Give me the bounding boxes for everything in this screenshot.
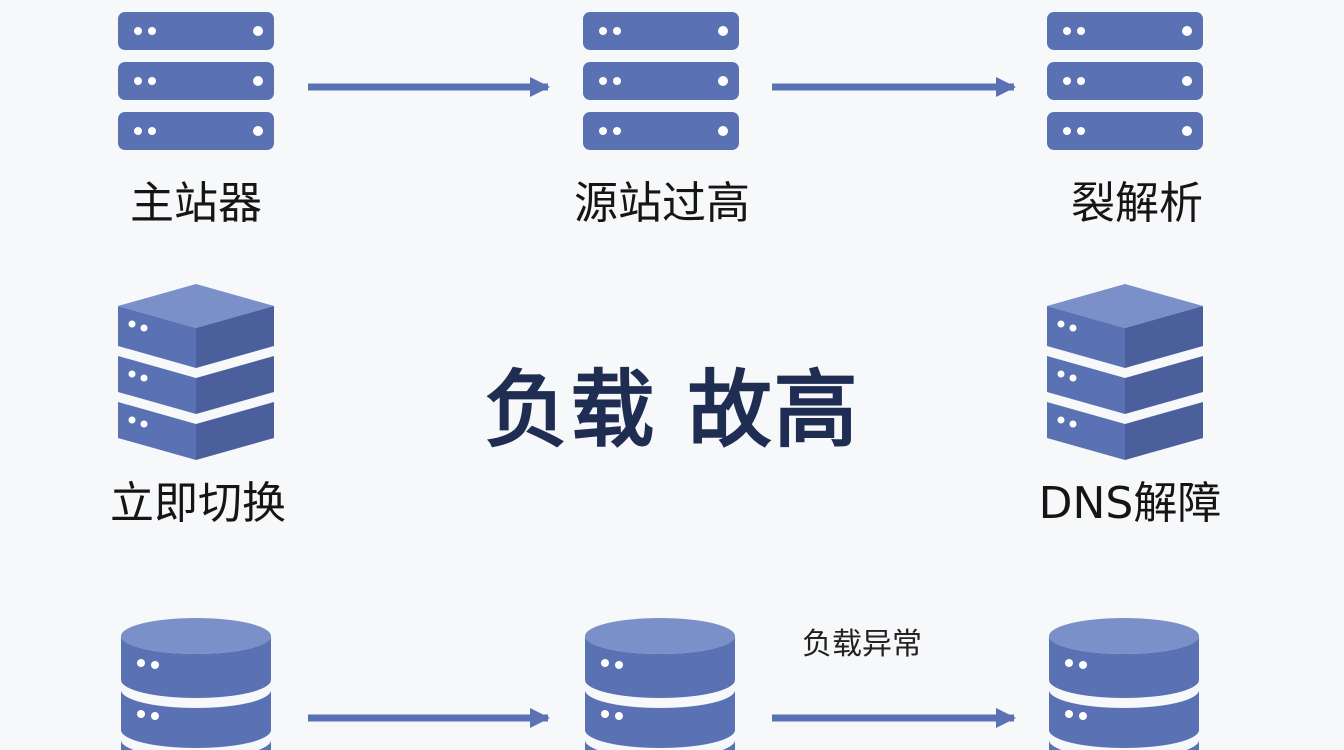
server-stack-icon xyxy=(118,284,274,460)
node-label-dns: DNS解障 xyxy=(1038,478,1222,529)
node-label-main-server: 主站器 xyxy=(130,178,262,229)
diagram-title: 负载 故高 xyxy=(484,361,860,459)
database-icon xyxy=(121,618,271,750)
server-rack-icon xyxy=(118,12,274,150)
node-label-switch: 立即切换 xyxy=(110,478,286,529)
node-label-origin-server: 源站过高 xyxy=(574,178,750,229)
node-label-split-resolve: 裂解析 xyxy=(1071,178,1203,229)
database-icon xyxy=(585,618,735,750)
server-rack-icon xyxy=(1047,12,1203,150)
server-rack-icon xyxy=(583,12,739,150)
database-icon xyxy=(1049,618,1199,750)
edge-label-load-abnormal: 负载异常 xyxy=(802,627,922,662)
server-stack-icon xyxy=(1047,284,1203,460)
